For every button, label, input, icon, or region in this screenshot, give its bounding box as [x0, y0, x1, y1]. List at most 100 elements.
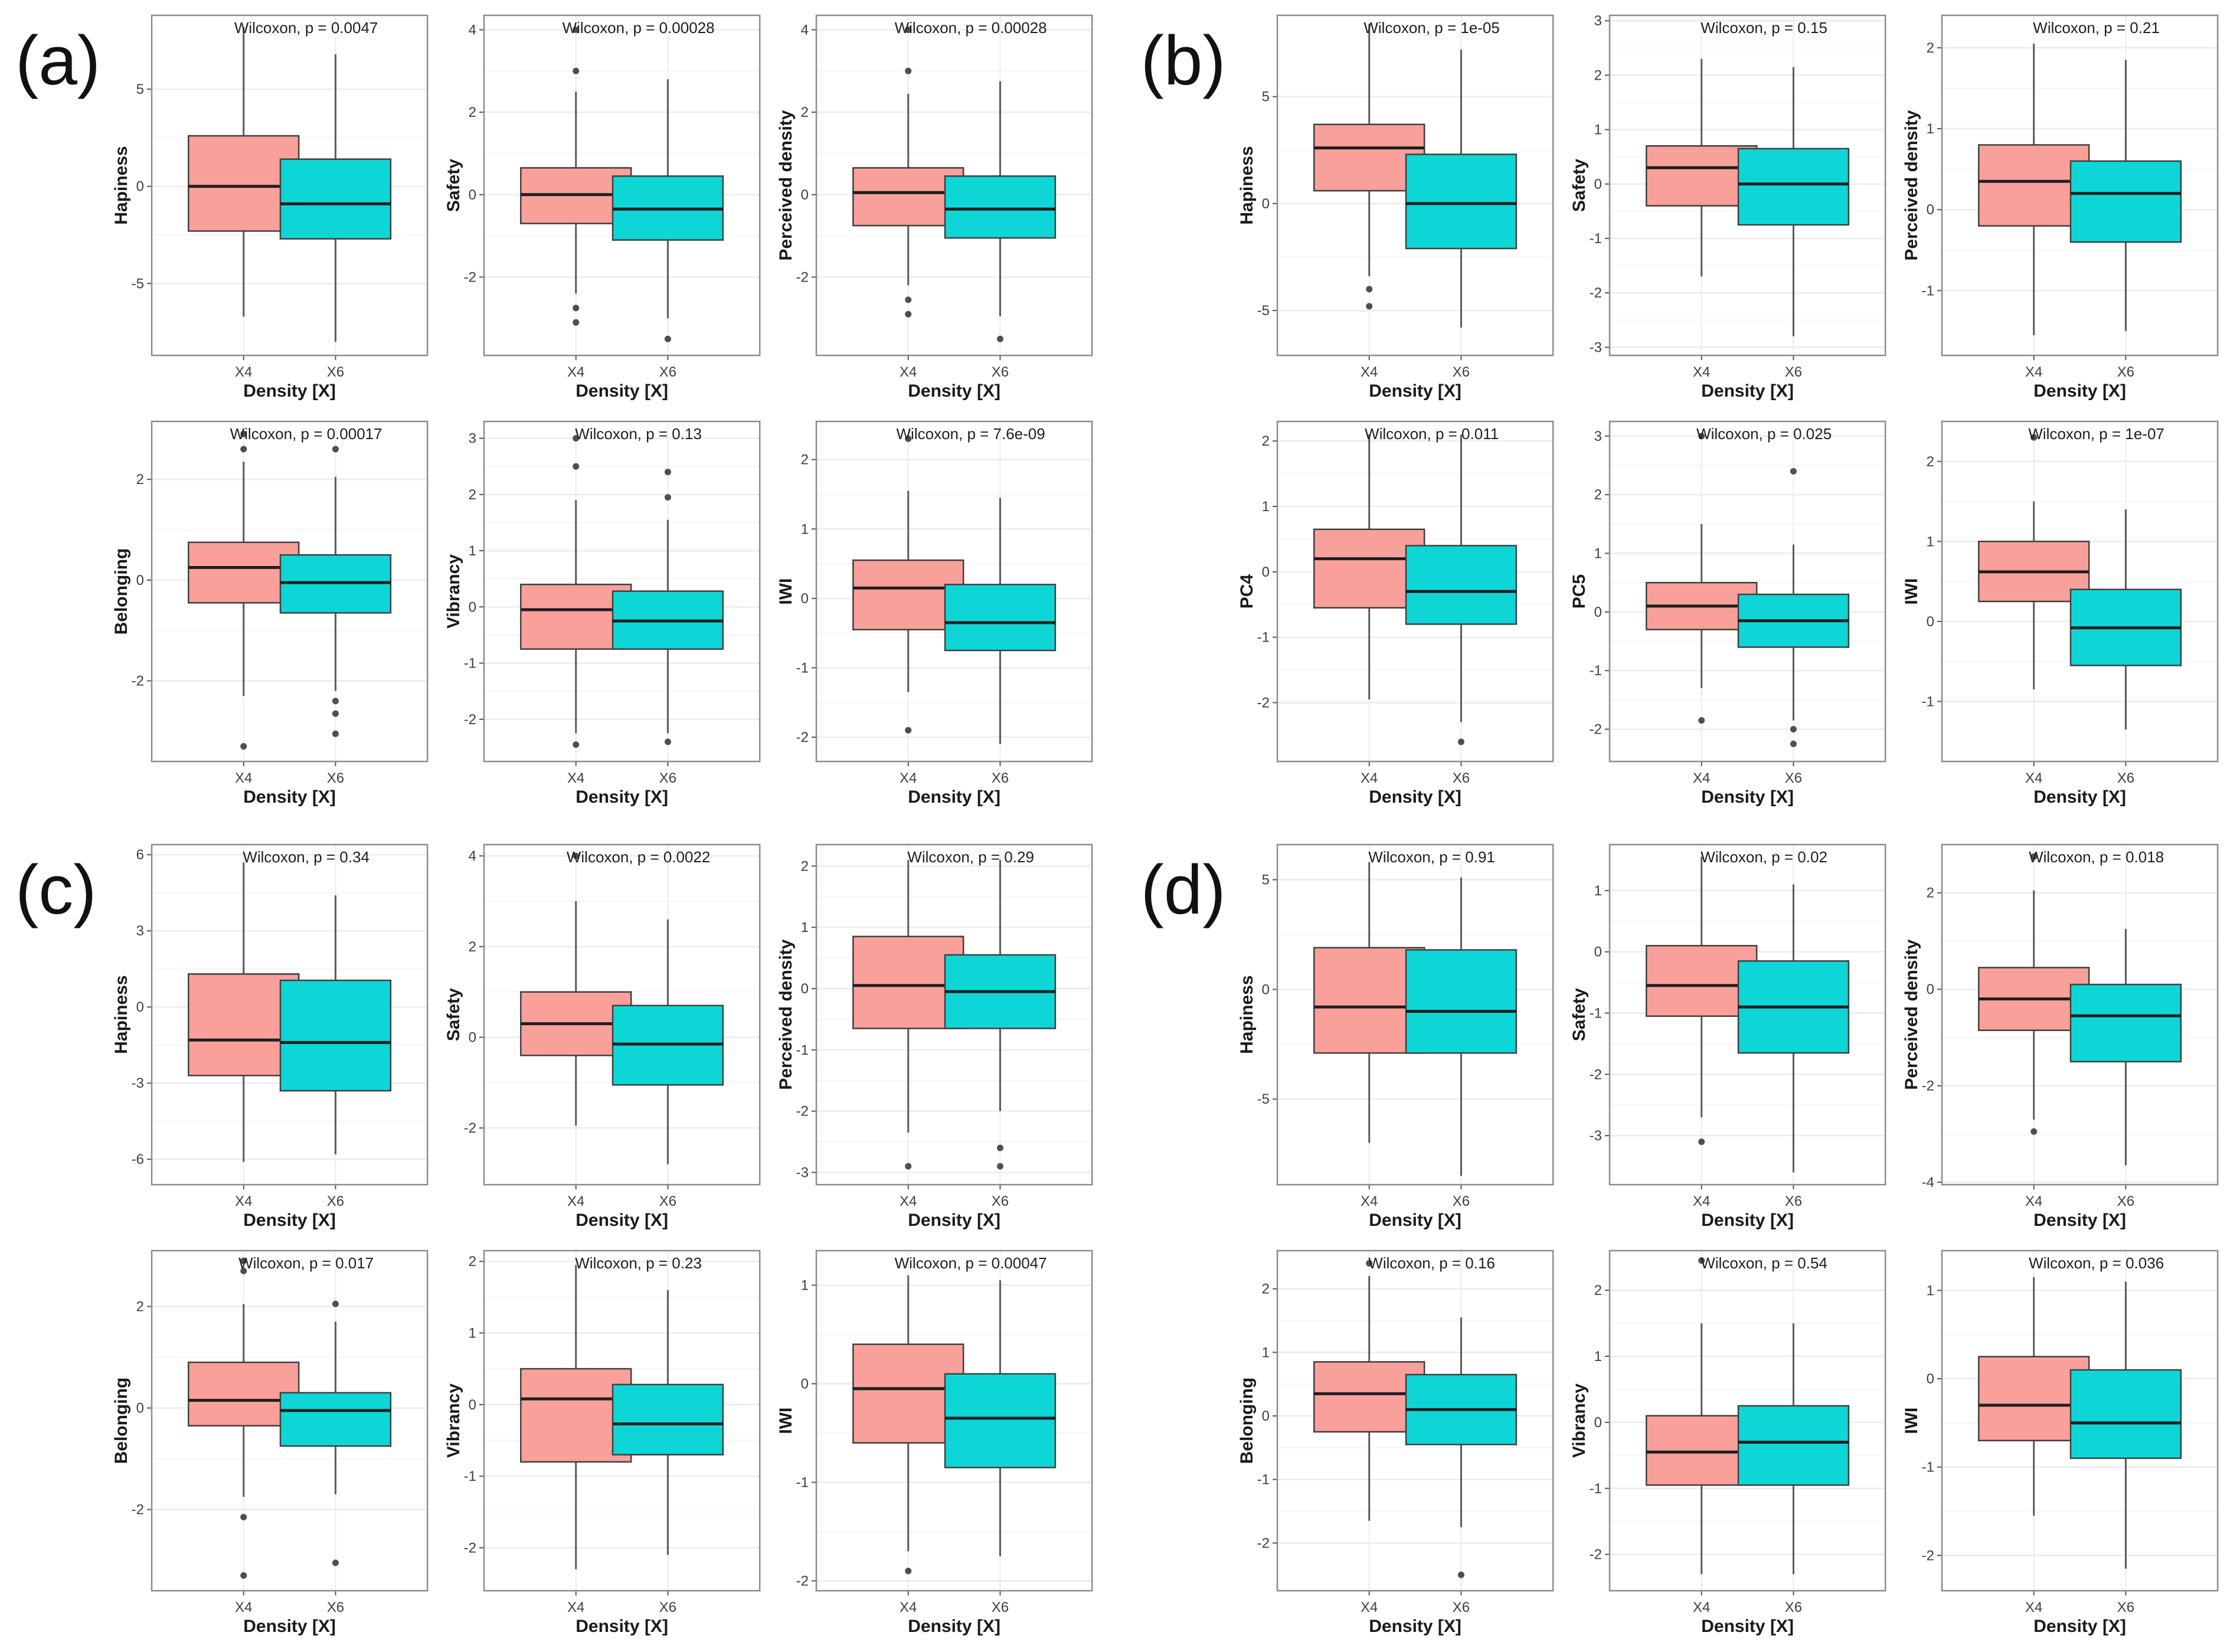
p-value-annotation: Wilcoxon, p = 0.011	[1365, 425, 1499, 443]
box-x6	[1737, 1405, 1849, 1486]
p-value-annotation: Wilcoxon, p = 1e-07	[2028, 425, 2164, 443]
y-axis-title: Safety	[1571, 159, 1589, 212]
outlier-point	[1365, 303, 1372, 310]
outlier-point	[1698, 1257, 1705, 1264]
outlier-point	[332, 710, 339, 717]
y-tick-label: -1	[796, 1042, 809, 1058]
y-tick-label: 2	[1926, 454, 1934, 470]
outlier-point	[240, 431, 247, 438]
outlier-point	[573, 26, 580, 33]
y-tick-label: 1	[469, 1325, 476, 1341]
x-tick-label: X6	[327, 1599, 344, 1615]
outlier-point	[332, 730, 339, 737]
x-axis-title: Density [X]	[575, 381, 668, 401]
y-tick-label: 0	[136, 1400, 144, 1416]
y-tick-label: 0	[469, 599, 476, 615]
y-tick-label: 1	[1594, 882, 1601, 898]
y-tick-label: 2	[136, 1298, 144, 1314]
outlier-point	[665, 738, 672, 745]
panel-border	[483, 843, 761, 1185]
y-tick-label: -2	[1589, 1546, 1601, 1562]
p-value-annotation: Wilcoxon, p = 0.29	[908, 848, 1035, 866]
p-value-annotation: Wilcoxon, p = 0.15	[1701, 19, 1827, 37]
x-tick-label: X6	[992, 1193, 1009, 1209]
y-tick-label: 2	[801, 858, 809, 874]
y-tick-label: -1	[1257, 1471, 1269, 1487]
y-tick-label: -1	[464, 1468, 476, 1484]
p-value-annotation: Wilcoxon, p = 0.00047	[895, 1254, 1047, 1272]
p-value-annotation: Wilcoxon, p = 1e-05	[1363, 19, 1500, 37]
x-tick-label: X4	[1693, 770, 1710, 786]
y-tick-label: 0	[1594, 604, 1601, 620]
y-tick-label: 0	[1261, 196, 1269, 212]
x-axis-title: Density [X]	[243, 1211, 336, 1230]
y-tick-label: 1	[801, 521, 809, 537]
y-axis-title: Perceived density	[1903, 110, 1921, 260]
outlier-point	[2030, 1128, 2038, 1135]
x-axis-title: Density [X]	[575, 1211, 668, 1230]
box-x6	[944, 584, 1057, 652]
y-tick-label: 2	[1926, 885, 1934, 901]
x-tick-label: X6	[1452, 770, 1469, 786]
y-tick-label: 3	[136, 923, 144, 939]
y-tick-label: 0	[136, 573, 144, 588]
y-tick-label: 0	[801, 591, 809, 607]
x-tick-label: X6	[1452, 364, 1469, 380]
x-axis-title: Density [X]	[243, 787, 336, 807]
outlier-point	[240, 446, 247, 453]
x-tick-label: X4	[900, 770, 917, 786]
x-tick-label: X4	[567, 1599, 584, 1615]
p-value-annotation: Wilcoxon, p = 0.16	[1368, 1254, 1495, 1272]
y-tick-label: 1	[469, 543, 476, 559]
y-tick-label: -2	[464, 712, 476, 728]
y-tick-label: -1	[1589, 1480, 1601, 1496]
x-axis-title: Density [X]	[908, 381, 1001, 401]
y-tick-label: -2	[796, 730, 809, 745]
x-tick-label: X6	[992, 364, 1009, 380]
p-value-annotation: Wilcoxon, p = 0.02	[1701, 848, 1827, 866]
outlier-point	[1790, 468, 1797, 475]
y-tick-label: -2	[132, 1501, 144, 1517]
y-tick-label: 0	[469, 1397, 476, 1413]
y-axis-title: IWI	[777, 578, 796, 605]
outlier-point	[2030, 853, 2038, 860]
outlier-point	[240, 743, 247, 750]
p-value-annotation: Wilcoxon, p = 0.036	[2029, 1254, 2164, 1272]
p-value-annotation: Wilcoxon, p = 0.0047	[234, 19, 378, 37]
p-value-annotation: Wilcoxon, p = 0.0022	[567, 848, 711, 866]
y-tick-label: -2	[464, 1540, 476, 1556]
panel-border	[1608, 14, 1886, 356]
y-tick-label: -2	[1589, 285, 1601, 301]
y-tick-label: 0	[801, 980, 809, 996]
y-tick-label: 5	[136, 81, 144, 97]
outlier-point	[240, 1513, 247, 1520]
y-tick-label: 0	[469, 1029, 476, 1045]
panel-border	[483, 1249, 761, 1592]
x-tick-label: X4	[235, 770, 252, 786]
y-tick-label: -5	[1257, 303, 1269, 319]
y-axis-title: PC5	[1571, 574, 1589, 609]
y-tick-label: -1	[796, 1474, 809, 1490]
y-axis-title: Vibrancy	[445, 1383, 463, 1457]
x-axis-title: Density [X]	[243, 381, 336, 401]
panel-border	[1276, 420, 1554, 763]
x-tick-label: X6	[1784, 770, 1801, 786]
y-tick-label: -1	[1257, 630, 1269, 646]
outlier-point	[332, 446, 339, 453]
panel-border	[816, 14, 1093, 356]
x-axis-title: Density [X]	[1701, 1211, 1794, 1230]
